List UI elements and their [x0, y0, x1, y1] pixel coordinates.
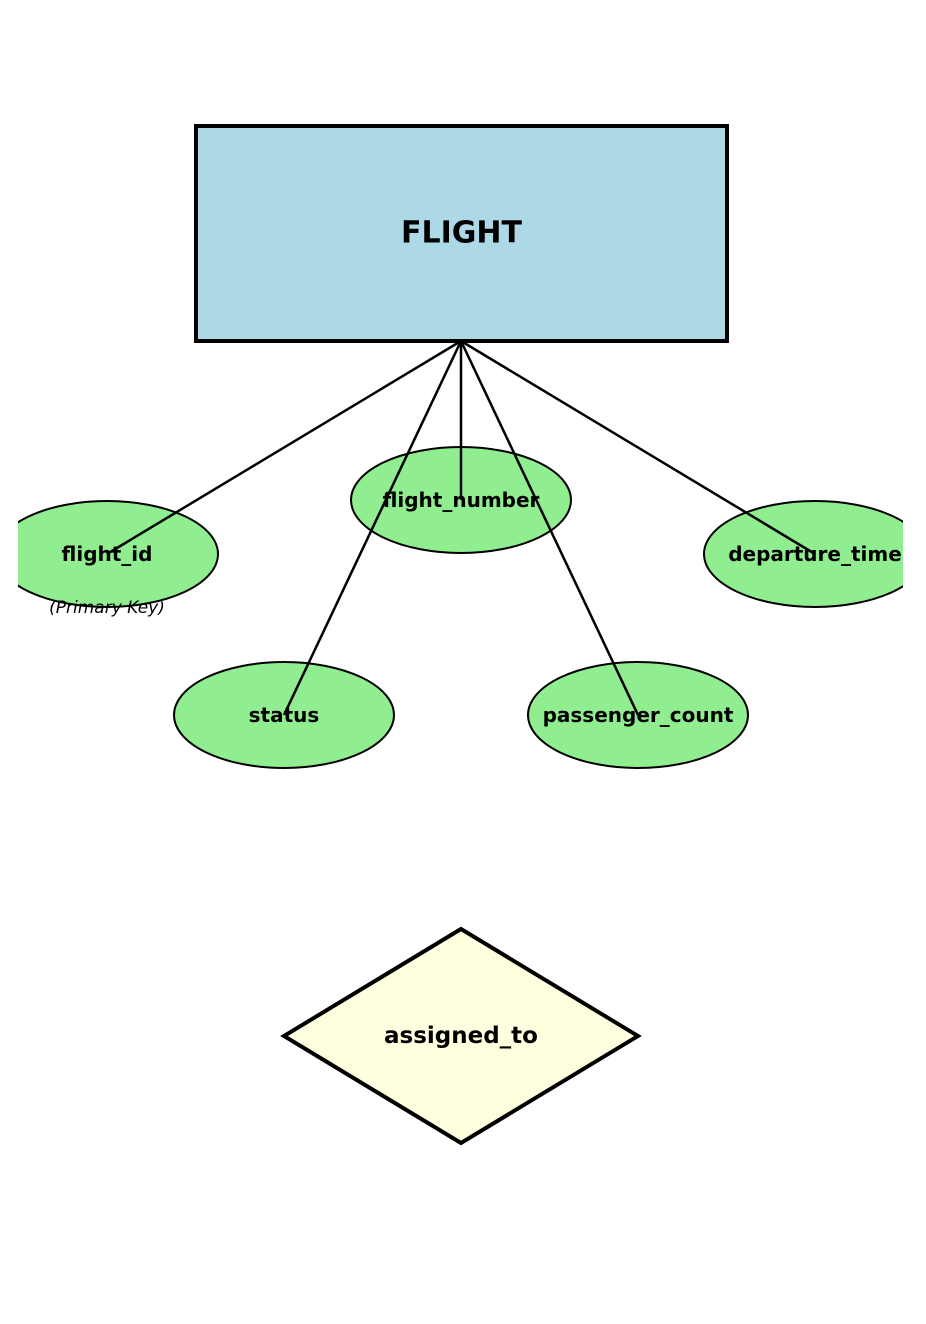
- connector-passenger-count: [459, 340, 640, 716]
- relationship-assigned-to: assigned_to: [280, 926, 642, 1146]
- relationship-label: assigned_to: [384, 1023, 538, 1049]
- attribute-ellipse: [703, 500, 903, 608]
- connector-flight-id: [106, 339, 462, 556]
- relationship-diamond: [280, 926, 642, 1146]
- attribute-label: passenger_count: [543, 703, 734, 727]
- connector-departure-time: [460, 339, 816, 556]
- attribute-flight-id: flight_id (Primary Key): [18, 500, 219, 618]
- connectors: [106, 339, 816, 716]
- connector-status: [282, 340, 463, 716]
- primary-key-note: (Primary Key): [49, 598, 165, 618]
- attribute-ellipse: [18, 500, 219, 608]
- entity-flight: FLIGHT: [194, 124, 729, 343]
- entity-label: FLIGHT: [401, 216, 523, 251]
- entity-box: [194, 124, 729, 343]
